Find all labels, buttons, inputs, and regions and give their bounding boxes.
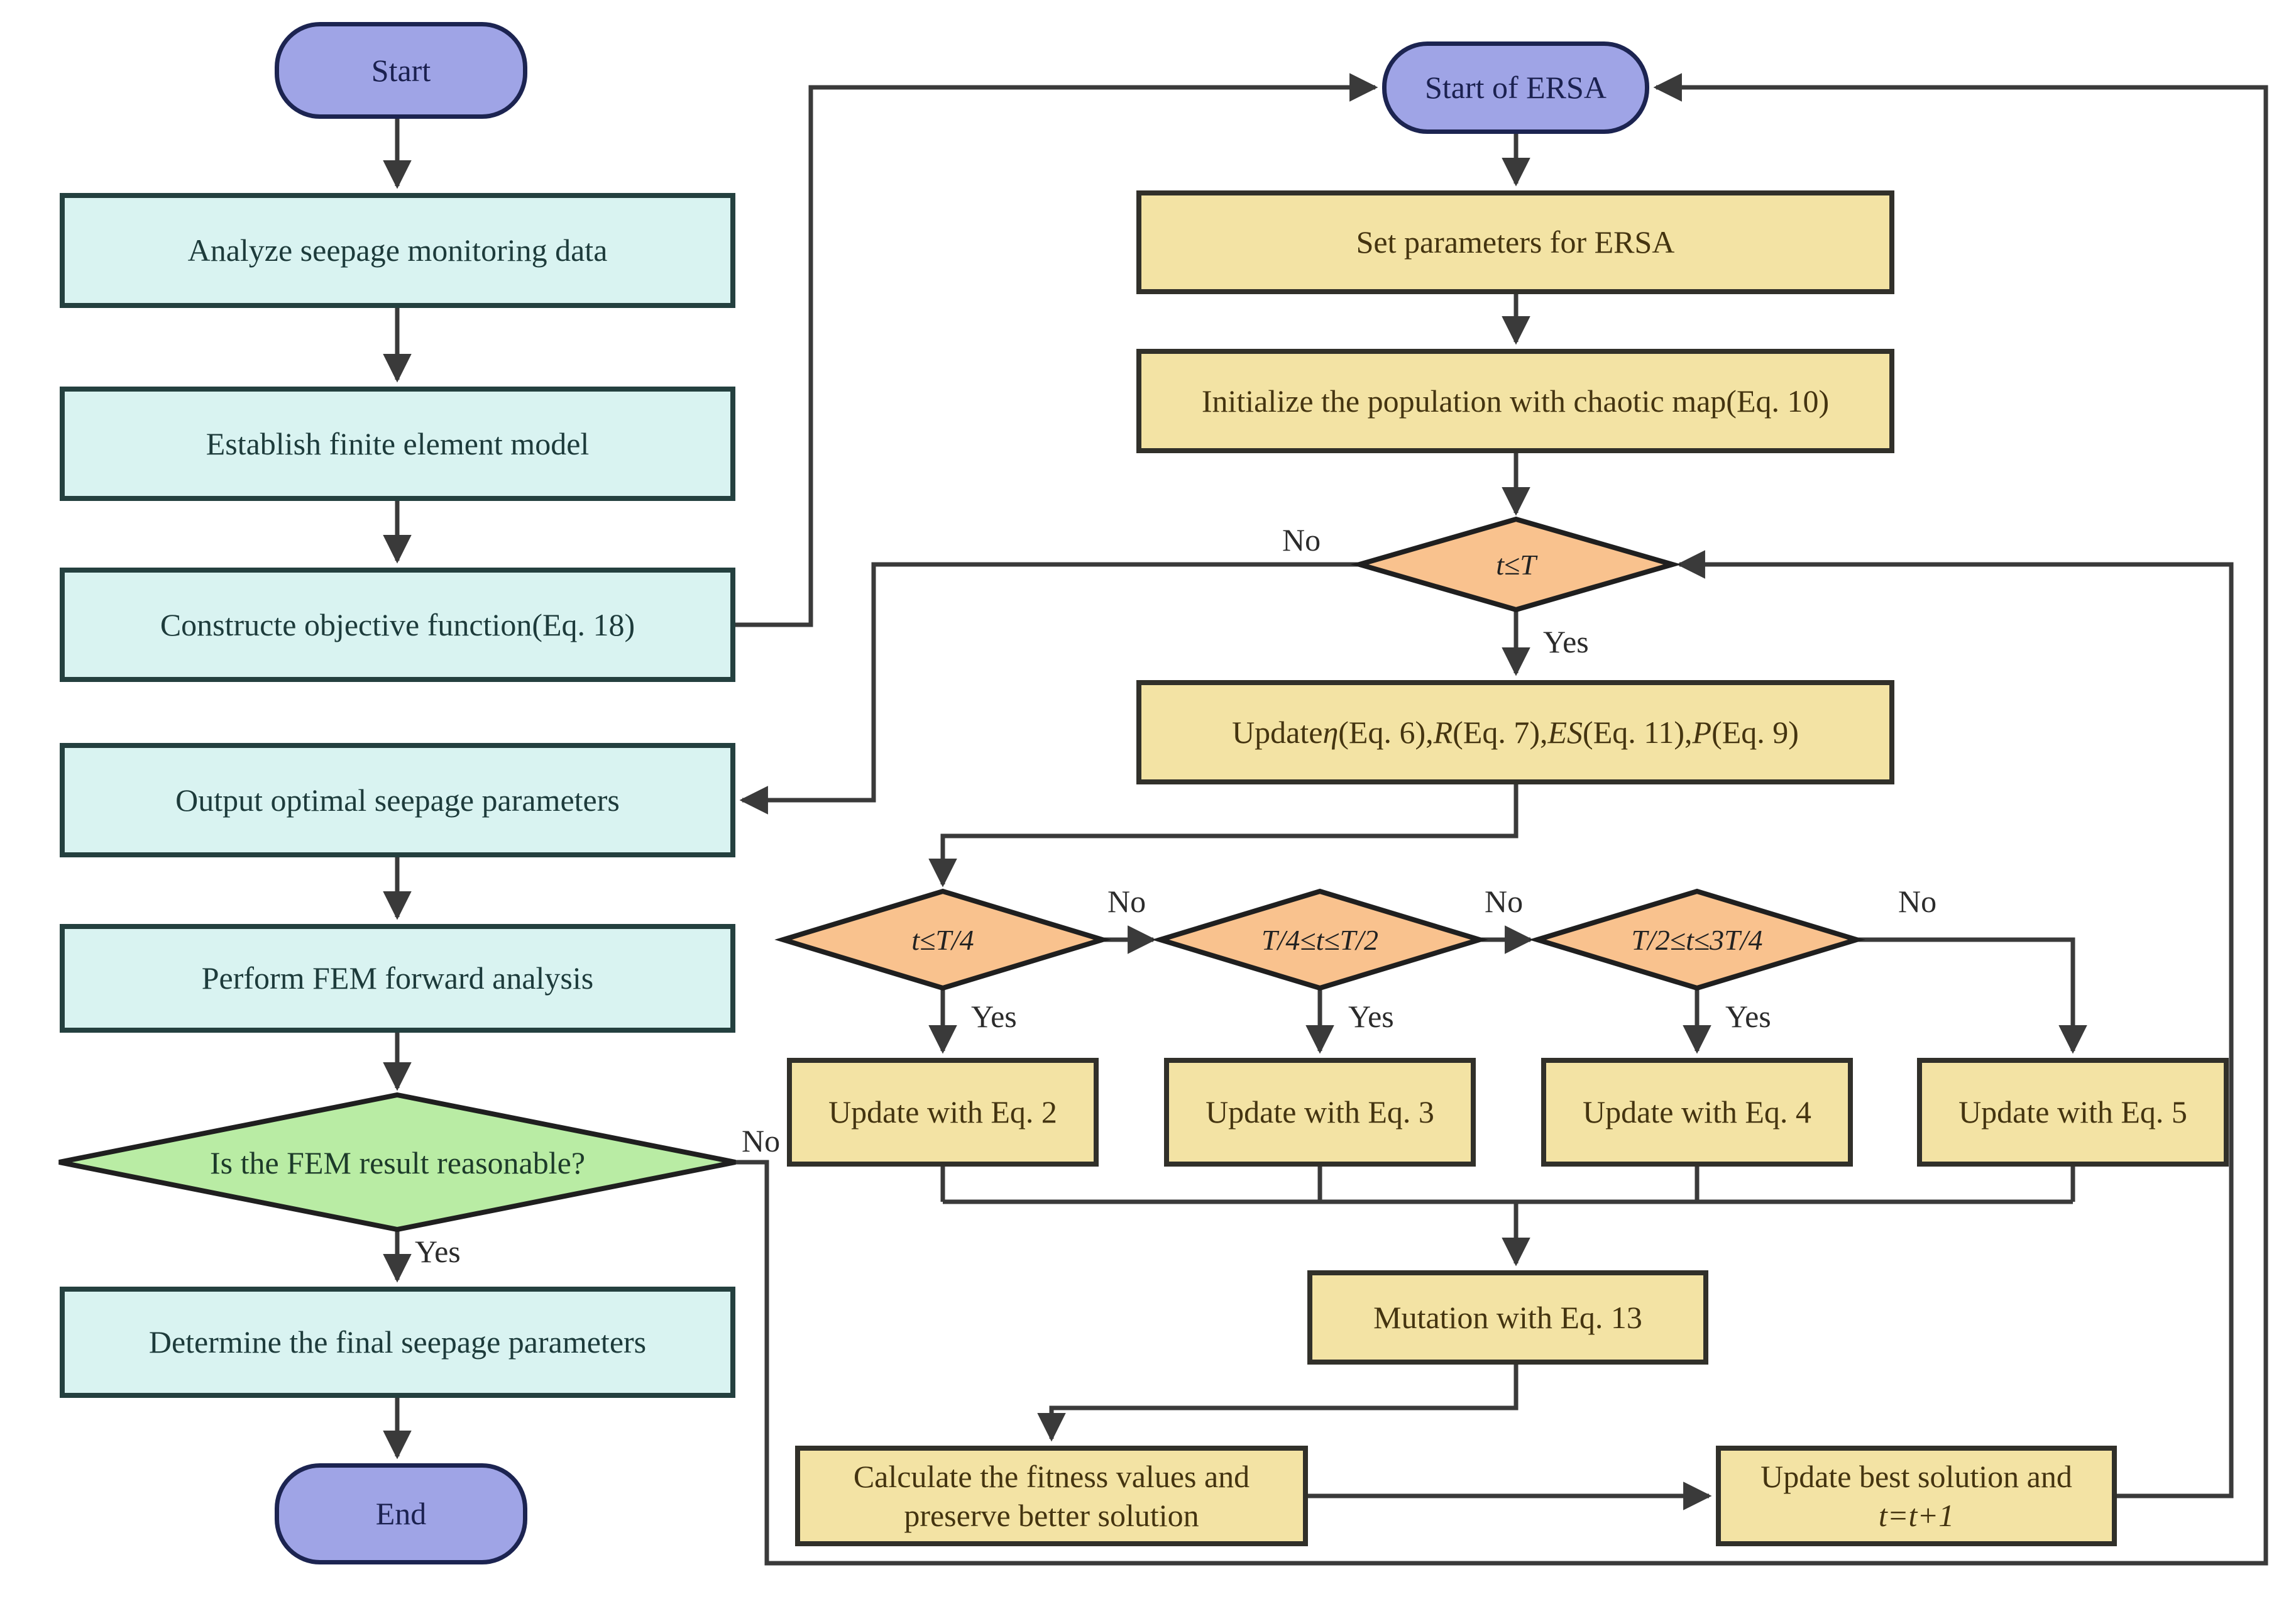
node-set-parameters: Set parameters for ERSA: [1136, 190, 1894, 294]
node-set-parameters-label: Set parameters for ERSA: [1356, 224, 1675, 260]
node-end: End: [275, 1463, 527, 1564]
node-update-eq4: Update with Eq. 4: [1541, 1058, 1853, 1167]
node-update-eq2: Update with Eq. 2: [787, 1058, 1099, 1167]
node-determine-parameters: Determine the final seepage parameters: [60, 1287, 735, 1398]
edge-mutation-calc: [1037, 1365, 1519, 1442]
update-eq6: (Eq. 6),: [1338, 714, 1434, 750]
node-eq2-label: Update with Eq. 2: [828, 1094, 1057, 1130]
node-update-eq5: Update with Eq. 5: [1917, 1058, 2229, 1167]
node-start-label: Start: [371, 52, 431, 88]
node-objective-label: Constructe objective function(Eq. 18): [160, 607, 635, 642]
node-start: Start: [275, 22, 527, 119]
node-forward-analysis: Perform FEM forward analysis: [60, 924, 735, 1033]
d1-text: t≤T/4: [836, 902, 1050, 977]
label-d2-no: No: [1485, 884, 1524, 919]
node-ersa-start-label: Start of ERSA: [1425, 70, 1607, 106]
node-determine-label: Determine the final seepage parameters: [148, 1324, 647, 1360]
update-eq9: (Eq. 9): [1711, 714, 1799, 750]
node-end-label: End: [375, 1496, 427, 1532]
node-update-best-line1: Update best solution and: [1760, 1458, 2072, 1494]
edge-merge-line: [940, 1167, 2075, 1204]
label-d1-no: No: [1107, 884, 1146, 919]
node-establish-label: Establish finite element model: [206, 426, 590, 461]
label-fem-no: No: [742, 1123, 781, 1158]
node-eq4-label: Update with Eq. 4: [1583, 1094, 1811, 1130]
fem-check-text: Is the FEM result reasonable?: [123, 1125, 673, 1201]
d2-label: T/4≤t≤T/2: [1261, 923, 1378, 956]
node-initialize-population: Initialize the population with chaotic m…: [1136, 349, 1894, 453]
node-update-parameters: Updateη(Eq. 6),R(Eq. 7),ES(Eq. 11),P(Eq.…: [1136, 680, 1894, 784]
label-d1-yes: Yes: [971, 999, 1017, 1034]
edge-updatebest-tcheck-loop: [1676, 550, 2234, 1498]
update-var-es: ES: [1547, 714, 1583, 750]
node-ersa-start: Start of ERSA: [1382, 41, 1649, 134]
d3-label: T/2≤t≤3T/4: [1631, 923, 1763, 956]
d1-diamond: [774, 888, 1111, 991]
node-analyze-data: Analyze seepage monitoring data: [60, 193, 735, 308]
node-update-best: Update best solution and t=t+1: [1716, 1446, 2117, 1546]
node-eq5-label: Update with Eq. 5: [1958, 1094, 2187, 1130]
node-calc-fitness-line1: Calculate the fitness values and: [853, 1458, 1250, 1494]
update-var-r: R: [1433, 714, 1453, 750]
update-eq11: (Eq. 11),: [1583, 714, 1693, 750]
update-eq7: (Eq. 7),: [1453, 714, 1548, 750]
t-check-diamond: [1350, 516, 1682, 613]
node-objective-function: Constructe objective function(Eq. 18): [60, 568, 735, 682]
label-d2-yes: Yes: [1348, 999, 1394, 1034]
node-calc-fitness: Calculate the fitness values and preserv…: [795, 1446, 1308, 1546]
node-analyze-label: Analyze seepage monitoring data: [187, 233, 608, 268]
edge-objective-ersastart: [735, 73, 1378, 627]
update-var-eta: η: [1322, 714, 1339, 750]
d3-diamond: [1529, 888, 1865, 991]
node-update-best-line2: t=t+1: [1878, 1498, 1955, 1533]
label-fem-yes: Yes: [415, 1234, 461, 1269]
node-calc-fitness-line2: preserve better solution: [904, 1498, 1199, 1533]
label-d3-yes: Yes: [1725, 999, 1771, 1034]
edge-update-d1: [928, 784, 1519, 888]
fem-check-label: Is the FEM result reasonable?: [209, 1145, 586, 1180]
update-var-p: P: [1692, 714, 1712, 750]
node-mutation-label: Mutation with Eq. 13: [1373, 1299, 1642, 1335]
node-update-eq3: Update with Eq. 3: [1164, 1058, 1476, 1167]
t-check-label: t≤T: [1496, 548, 1536, 581]
label-t-yes: Yes: [1543, 624, 1589, 659]
node-initialize-label: Initialize the population with chaotic m…: [1201, 383, 1830, 419]
update-pre: Update: [1232, 714, 1323, 750]
d2-text: T/4≤t≤T/2: [1194, 902, 1446, 977]
t-check-text: t≤T: [1422, 527, 1610, 602]
edge-femcheck-ersastart-no: [735, 73, 2268, 1566]
node-output-label: Output optimal seepage parameters: [175, 782, 620, 818]
d1-label: t≤T/4: [911, 923, 974, 956]
node-mutation: Mutation with Eq. 13: [1307, 1270, 1708, 1365]
fem-check-diamond: [58, 1092, 736, 1233]
d2-diamond: [1151, 888, 1488, 991]
node-eq3-label: Update with Eq. 3: [1206, 1094, 1434, 1130]
node-output-parameters: Output optimal seepage parameters: [60, 743, 735, 857]
node-establish-model: Establish finite element model: [60, 387, 735, 501]
label-d3-no: No: [1898, 884, 1937, 919]
node-forward-label: Perform FEM forward analysis: [201, 960, 594, 996]
edge-tcheck-output-no: [739, 562, 1359, 815]
edge-d3-eq5-no: [1857, 937, 2087, 1054]
label-t-no: No: [1282, 522, 1321, 558]
d3-text: T/2≤t≤3T/4: [1565, 902, 1829, 977]
node-update-parameters-label: Updateη(Eq. 6),R(Eq. 7),ES(Eq. 11),P(Eq.…: [1232, 713, 1799, 752]
